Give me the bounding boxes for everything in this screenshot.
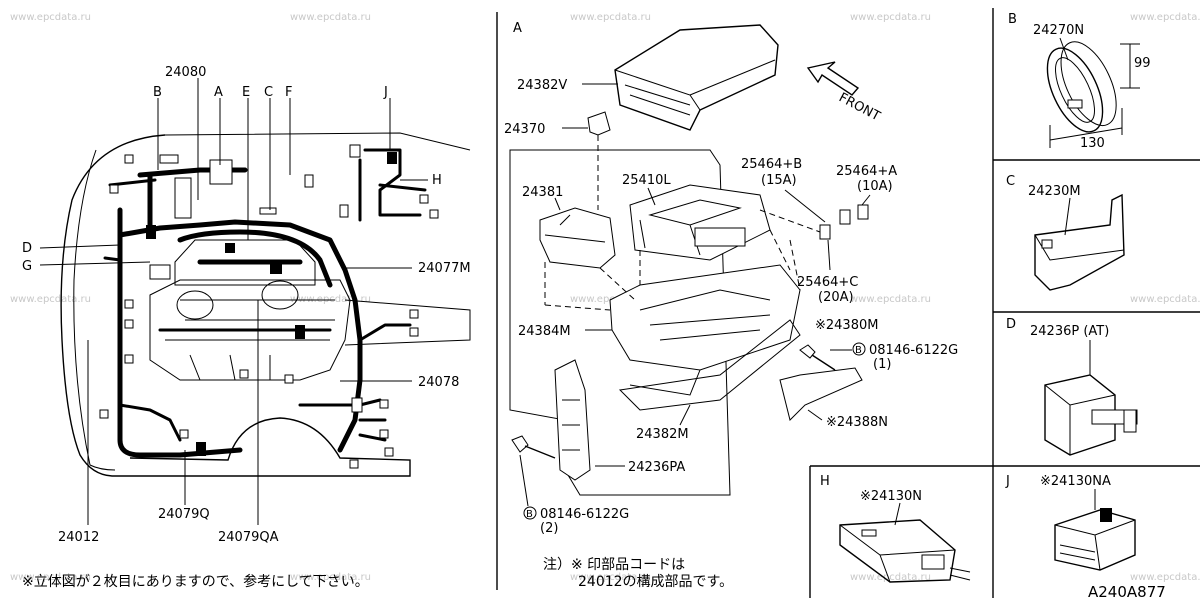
watermark: www.epcdata.ru — [570, 12, 651, 23]
label-C: C — [264, 85, 273, 100]
note-line-2: 24012の構成部品です。 — [578, 574, 733, 590]
panel-b-grommet: B 24270N 99 130 — [1008, 12, 1151, 151]
note-line-1: 注）※ 印部品コードは — [543, 557, 685, 573]
watermarks: www.epcdata.ru www.epcdata.ru www.epcdat… — [10, 12, 1200, 583]
label-F: F — [285, 85, 292, 100]
label-H: H — [432, 173, 442, 188]
watermark: www.epcdata.ru — [290, 12, 371, 23]
label-20a: (20A) — [818, 290, 854, 305]
label-J: J — [383, 85, 388, 100]
bolt-mark-2: B — [523, 506, 537, 520]
bolt-2 — [511, 435, 556, 459]
panel-letter-d: D — [1006, 317, 1016, 332]
label-24079QA: 24079QA — [218, 530, 279, 545]
engine-bay-view: 24080 B A E C F J H D G 24077M 24078 240… — [22, 65, 471, 590]
clip-24370 — [587, 111, 611, 136]
watermark: www.epcdata.ru — [10, 294, 91, 305]
label-24381: 24381 — [522, 185, 563, 200]
watermark: www.epcdata.ru — [570, 572, 651, 583]
bracket-24382m — [618, 319, 801, 411]
bracket-24388n — [779, 367, 863, 421]
watermark: www.epcdata.ru — [850, 294, 931, 305]
label-24380m: ※24380M — [815, 318, 878, 333]
label-24012: 24012 — [58, 530, 99, 545]
watermark: www.epcdata.ru — [1130, 12, 1200, 23]
label-24382m: 24382M — [636, 427, 689, 442]
panel-h-connector: H ※24130N — [820, 474, 971, 583]
panel-letter-a: A — [513, 21, 522, 36]
label-G: G — [22, 259, 32, 274]
label-24130n: ※24130N — [860, 489, 922, 504]
label-25464-a: 25464+A — [836, 164, 897, 179]
dimension-130: 130 — [1080, 136, 1105, 151]
label-24130na: ※24130NA — [1040, 474, 1111, 489]
assembly-guides — [544, 135, 821, 311]
front-label: FRONT — [836, 90, 882, 124]
watermark: www.epcdata.ru — [1130, 572, 1200, 583]
watermark: www.epcdata.ru — [850, 12, 931, 23]
label-24384m: 24384M — [518, 324, 571, 339]
panel-d-relay-holder: D 24236P (AT) — [1006, 317, 1138, 456]
reference-note: ※立体図が２枚目にありますので、参考にして下さい。 — [22, 573, 369, 590]
label-25464-c: 25464+C — [797, 275, 858, 290]
diagram-code: A240A877 — [1088, 583, 1166, 600]
cover-24382v — [614, 24, 779, 131]
label-E: E — [242, 85, 250, 100]
label-B: B — [153, 85, 162, 100]
watermark: www.epcdata.ru — [1130, 294, 1200, 305]
label-24270n: 24270N — [1033, 23, 1084, 38]
label-24370: 24370 — [504, 122, 545, 137]
label-bolt-2-qty: (2) — [540, 521, 558, 536]
panel-letter-c: C — [1006, 174, 1015, 189]
bolt-mark-letter: B — [855, 345, 862, 356]
label-bolt-1: 08146-6122G — [869, 343, 958, 358]
watermark: www.epcdata.ru — [10, 12, 91, 23]
label-24388n: ※24388N — [826, 415, 888, 430]
fuses — [819, 204, 869, 240]
box-24384m — [609, 264, 801, 396]
front-arrow — [806, 61, 860, 96]
label-bolt-1-qty: (1) — [873, 357, 891, 372]
label-24079Q: 24079Q — [158, 507, 210, 522]
label-10a: (10A) — [857, 179, 893, 194]
watermark: www.epcdata.ru — [290, 572, 371, 583]
panel-a-fuse-box: A FRONT — [504, 21, 958, 590]
dimension-99: 99 — [1134, 56, 1151, 71]
label-24236pa: 24236PA — [628, 460, 685, 475]
bolt-mark-letter: B — [526, 509, 533, 520]
label-24230m: 24230M — [1028, 184, 1081, 199]
label-D: D — [22, 241, 32, 256]
label-24236p-at: 24236P (AT) — [1030, 324, 1109, 339]
watermark: www.epcdata.ru — [850, 572, 931, 583]
label-bolt-2: 08146-6122G — [540, 507, 629, 522]
panel-c-bracket: C 24230M — [1006, 174, 1125, 291]
fuse-block-25410l — [629, 184, 771, 261]
panel-j-connector: J ※24130NA — [1005, 474, 1136, 571]
label-A: A — [214, 85, 223, 100]
label-24080: 24080 — [165, 65, 206, 80]
bolt-1 — [799, 344, 836, 371]
leader-lines — [39, 78, 428, 525]
bracket-24236pa — [554, 359, 591, 481]
label-25410l: 25410L — [622, 173, 671, 188]
label-24078: 24078 — [418, 375, 459, 390]
panel-frames — [496, 8, 1200, 598]
harness-connectors — [99, 144, 439, 469]
panel-letter-b: B — [1008, 12, 1017, 27]
panel-letter-h: H — [820, 474, 830, 489]
label-24382v: 24382V — [517, 78, 567, 93]
label-15a: (15A) — [761, 173, 797, 188]
watermark: www.epcdata.ru — [10, 572, 91, 583]
label-24077M: 24077M — [418, 261, 471, 276]
panel-letter-j: J — [1005, 474, 1010, 489]
relay-block-24381 — [539, 207, 616, 269]
bolt-mark-1: B — [852, 342, 866, 356]
label-25464-b: 25464+B — [741, 157, 802, 172]
